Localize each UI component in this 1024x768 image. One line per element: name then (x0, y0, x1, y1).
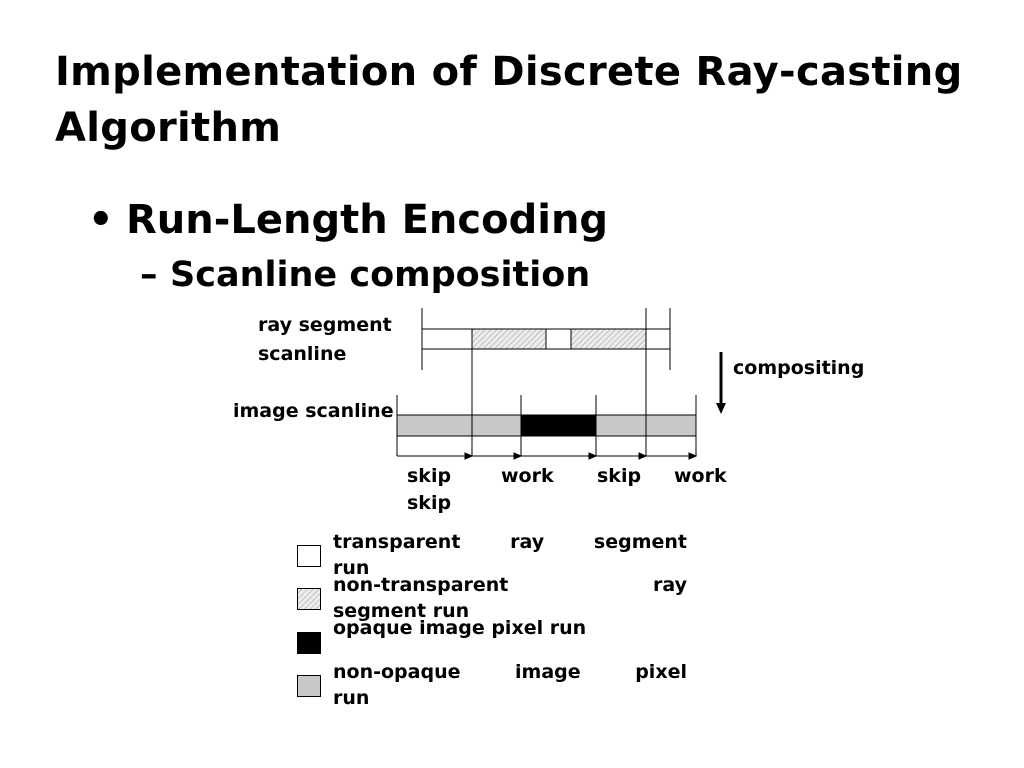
legend-swatch-opaque (297, 632, 321, 654)
run-label-skip-1: skip (407, 465, 452, 487)
sub-bullet-dash: – (140, 255, 158, 295)
legend-word: image (515, 661, 581, 683)
opaque-image-run (521, 415, 596, 436)
legend-word: pixel (635, 661, 687, 683)
label-ray-segment: ray segment (258, 314, 392, 336)
sub-bullet-item: –Scanline composition (140, 250, 590, 300)
legend-word: ray (510, 531, 545, 553)
legend-swatch-hatched (297, 588, 321, 610)
legend-word: non-transparent (333, 574, 509, 596)
legend-item-transparent: transparent ray segment run (333, 529, 687, 581)
legend-line2: segment run (333, 600, 470, 622)
legend-line2: run (333, 557, 370, 579)
legend-swatch-nonopaque (297, 675, 321, 697)
compositing-arrow-icon (716, 352, 726, 414)
legend-word: segment (593, 531, 687, 553)
slide-title: Implementation of Discrete Ray-casting A… (55, 49, 963, 151)
label-scanline: scanline (258, 343, 347, 365)
legend-line1: opaque image pixel run (333, 617, 587, 639)
sub-bullet-text: Scanline composition (170, 255, 591, 295)
run-label-work-2: work (674, 465, 727, 487)
legend-item-opaque: opaque image pixel run (333, 615, 687, 641)
bullet-text: Run-Length Encoding (126, 197, 609, 243)
label-image-scanline: image scanline (233, 400, 394, 422)
legend-item-nonopaque: non-opaque image pixel run (333, 659, 687, 711)
legend-word: non-opaque (333, 661, 461, 683)
label-compositing: compositing (733, 357, 865, 379)
legend-word: transparent (333, 531, 461, 553)
bullet-dot: • (88, 197, 114, 243)
run-label-skip-2: skip (597, 465, 642, 487)
run-arrows (397, 452, 698, 460)
legend-swatch-transparent (297, 545, 321, 567)
legend-line2: run (333, 687, 370, 709)
legend-item-nontransparent: non-transparent ray segment run (333, 572, 687, 624)
ray-segment-run-2 (570, 328, 647, 350)
ray-segment-run-1 (471, 328, 547, 350)
legend-word: ray (653, 574, 687, 596)
bullet-item: • Run-Length Encoding (88, 192, 608, 248)
run-label-work-1: work (501, 465, 554, 487)
run-label-skip-3: skip (407, 492, 452, 514)
